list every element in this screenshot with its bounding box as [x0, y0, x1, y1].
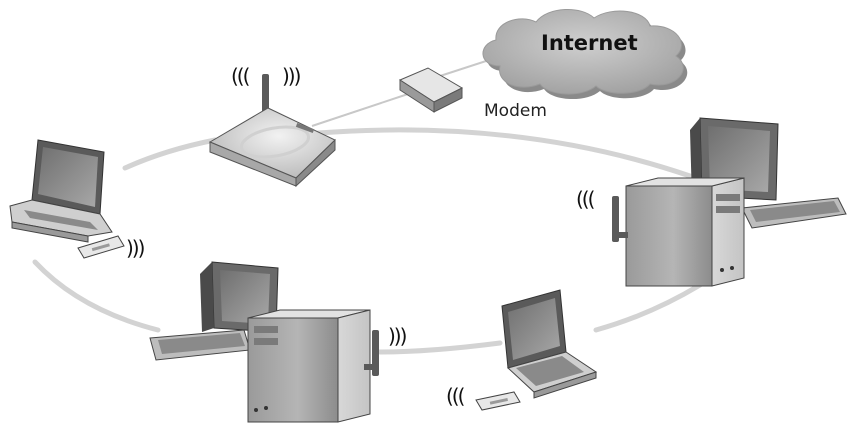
signal-waves-desktop-right: (((: [576, 187, 595, 211]
laptop-icon: [9, 139, 113, 243]
desktop-computer-icon: [149, 261, 379, 423]
tower-side: [625, 185, 713, 287]
ring-segment-router-desktop: [315, 127, 693, 179]
cloud-icon: [482, 8, 688, 100]
network-ring: [32, 127, 703, 355]
signal-waves-desktop-bottom: ))): [388, 324, 407, 348]
internet-label: Internet: [541, 31, 638, 55]
modem-label: Modem: [484, 101, 547, 121]
laptop-icon: [501, 289, 598, 399]
router-icon: [208, 74, 336, 188]
signal-waves-router-left: (((: [231, 64, 250, 88]
signal-waves-router-right: ))): [282, 64, 301, 88]
ring-segment-desktop-laptop: [377, 340, 503, 355]
signal-waves-laptop-bottom-card: (((: [446, 384, 465, 408]
ring-segment-laptop-router: [122, 137, 218, 171]
tower-side: [247, 317, 339, 423]
wifi-antenna: [612, 196, 619, 242]
modem-icon: [398, 67, 464, 113]
ring-segment-laptop-desktop-right: [593, 282, 703, 333]
wireless-card-icon: [77, 235, 125, 259]
signal-waves-laptop-card: ))): [126, 236, 145, 260]
ring-segment-laptop-desktop: [32, 259, 161, 333]
desktop-computer-icon: [612, 117, 847, 287]
link-router-modem: [311, 93, 409, 127]
wireless-card-icon: [475, 391, 521, 411]
